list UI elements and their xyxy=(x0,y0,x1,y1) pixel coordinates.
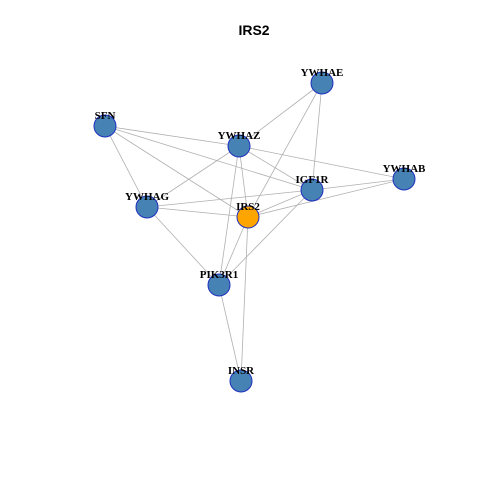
edge-ywhag-igf1r xyxy=(146,189,313,208)
edge-ywhag-irs2 xyxy=(146,206,249,218)
edge-ywhaz-ywhag xyxy=(146,145,240,208)
edge-pik3r1-insr xyxy=(218,284,242,382)
node-label-igf1r: IGF1R xyxy=(296,174,330,186)
labels-layer: YWHAE SFN YWHAZ YWHAB IGF1R YWHAG IRS2PIK3R1IN… xyxy=(95,67,426,377)
edge-ywhab-irs2 xyxy=(247,178,405,218)
edge-sfn-ywhaz xyxy=(104,125,240,147)
nodes-layer xyxy=(93,71,416,393)
node-ywhae[interactable] xyxy=(310,71,334,95)
node-ywhaz[interactable] xyxy=(227,134,251,158)
edge-ywhaz-ywhab xyxy=(238,145,405,180)
edge-ywhae-igf1r xyxy=(311,82,323,191)
node-label-pik3r1: PIK3R1 xyxy=(200,269,239,281)
edge-igf1r-pik3r1 xyxy=(218,189,313,286)
edge-ywhae-ywhaz xyxy=(238,82,323,147)
edge-sfn-igf1r xyxy=(104,125,313,191)
edge-sfn-irs2 xyxy=(104,125,249,218)
node-igf1r[interactable] xyxy=(300,178,324,202)
node-pik3r1[interactable] xyxy=(207,273,231,297)
edge-ywhaz-igf1r xyxy=(238,145,313,191)
node-label-ywhab: YWHAB xyxy=(383,163,426,175)
node-insr[interactable] xyxy=(229,369,253,393)
node-label-sfn: SFN xyxy=(95,110,116,122)
edge-irs2-pik3r1 xyxy=(218,216,249,286)
edges-layer xyxy=(104,82,405,382)
graph-title: IRS2 xyxy=(238,22,269,38)
node-ywhab[interactable] xyxy=(392,167,416,191)
edge-igf1r-irs2 xyxy=(247,189,313,218)
edge-irs2-insr xyxy=(240,216,249,382)
node-sfn[interactable] xyxy=(93,114,117,138)
edge-ywhab-igf1r xyxy=(311,178,405,191)
edge-ywhae-irs2 xyxy=(247,82,323,218)
node-label-irs2: IRS2 xyxy=(236,201,260,213)
node-label-ywhaz: YWHAZ xyxy=(218,130,261,142)
edge-ywhaz-irs2 xyxy=(238,145,249,218)
node-ywhag[interactable] xyxy=(135,195,159,219)
node-label-insr: INSR xyxy=(228,365,255,377)
edge-ywhag-pik3r1 xyxy=(146,206,220,286)
node-label-ywhae: YWHAE xyxy=(301,67,344,79)
edge-sfn-ywhag xyxy=(104,125,148,208)
node-label-ywhag: YWHAG xyxy=(125,191,169,203)
node-irs2[interactable] xyxy=(236,205,260,229)
